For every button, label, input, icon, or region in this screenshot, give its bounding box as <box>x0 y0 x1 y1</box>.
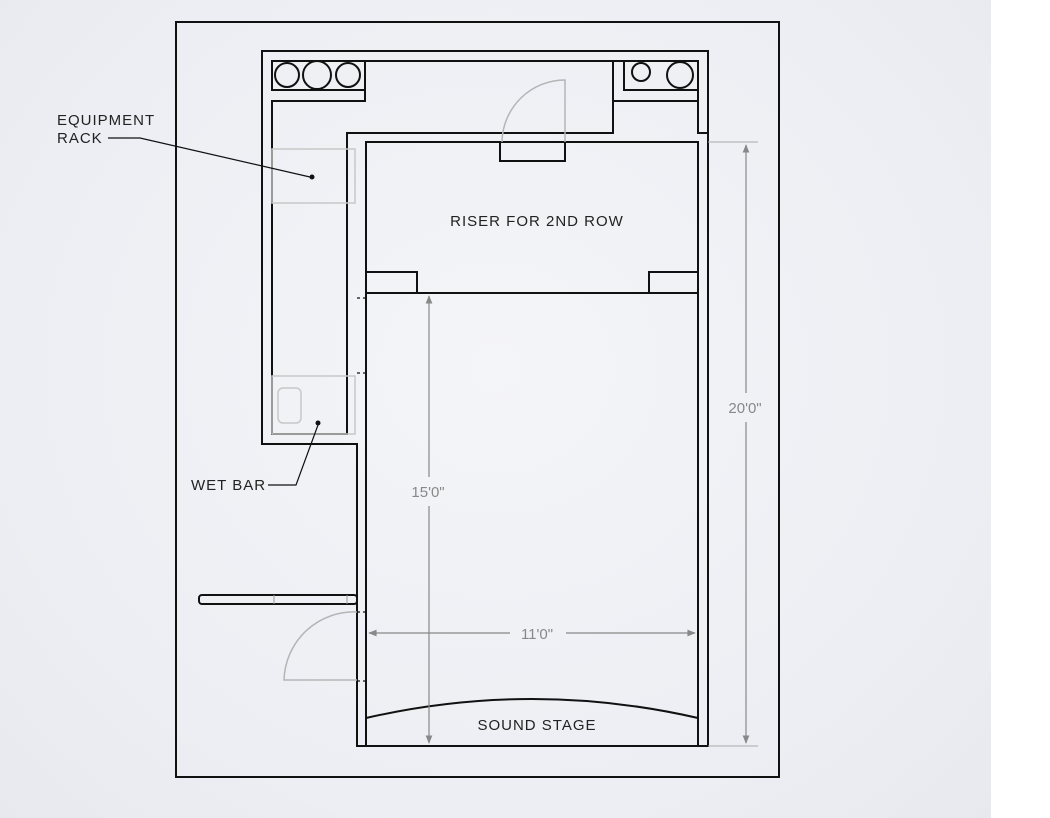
wet-bar-point <box>315 420 321 426</box>
equipment-rack-leader <box>108 137 311 178</box>
speaker-icon <box>302 60 332 90</box>
top-door-frame <box>499 141 566 162</box>
riser-step-left <box>365 271 418 294</box>
sound-stage-edge <box>365 698 699 719</box>
top-door-swing <box>501 79 566 143</box>
wet-bar-label: WET BAR <box>191 477 266 494</box>
speaker-icon <box>335 62 361 88</box>
riser-step-right <box>648 271 699 294</box>
lower-door-swing <box>283 611 358 681</box>
equipment-rack <box>271 148 356 204</box>
top-wall-inner <box>365 60 698 102</box>
speaker-box-right <box>623 60 699 91</box>
seating-length-text: 15'0" <box>411 484 444 501</box>
theater-room <box>365 141 699 747</box>
side-wall <box>198 594 358 605</box>
equipment-rack-label: RACK <box>57 130 103 147</box>
wet-bar-counter <box>271 375 356 435</box>
wet-bar-sink-icon <box>277 387 302 424</box>
equipment-rack-label: EQUIPMENT <box>57 112 155 129</box>
sound-stage-label: SOUND STAGE <box>477 717 596 734</box>
equipment-rack-point <box>309 174 315 180</box>
speaker-icon <box>631 62 651 82</box>
speaker-icon <box>274 62 300 88</box>
exterior-wall-outline <box>261 50 709 747</box>
overall-length-text: 20'0" <box>728 400 761 417</box>
drawing-sheet <box>0 0 991 818</box>
drawing-border <box>175 21 780 778</box>
speaker-icon <box>666 61 694 89</box>
width-text: 11'0" <box>521 626 553 643</box>
corridor-inner-outline <box>271 60 708 435</box>
wet-bar-leader <box>268 424 319 486</box>
riser-label: RISER FOR 2ND ROW <box>450 213 624 230</box>
